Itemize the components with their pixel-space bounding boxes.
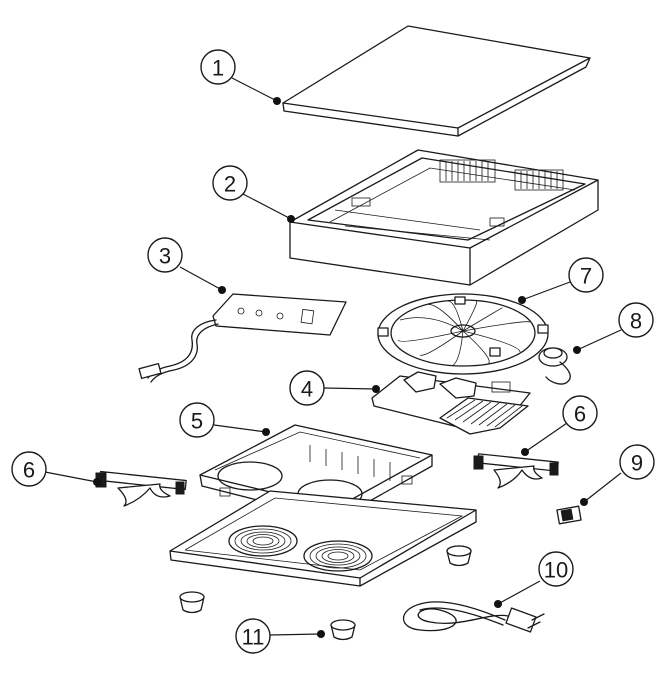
callout-10-label: 10 [544, 558, 568, 583]
callout-8: 8 [573, 302, 654, 354]
callout-4: 4 [289, 370, 380, 406]
foot-1 [446, 545, 472, 567]
part-control-panel [138, 293, 347, 383]
callout-6-right-label: 6 [574, 402, 586, 427]
part-cooling-fan [377, 293, 549, 375]
callout-1-label: 1 [212, 56, 224, 81]
callout-9: 9 [580, 444, 655, 506]
part-glass-plate [282, 25, 591, 137]
part-switch [556, 505, 582, 525]
part-rubber-feet [179, 545, 472, 641]
callout-3: 3 [147, 237, 226, 294]
part-upper-housing [289, 149, 599, 286]
part-power-cord [402, 601, 545, 633]
grille-right [303, 540, 373, 572]
callout-7-label: 7 [580, 264, 592, 289]
callout-3-label: 3 [159, 244, 171, 269]
part-sensor [538, 347, 571, 385]
callout-11: 11 [235, 618, 325, 654]
vent-slots-left [439, 159, 496, 183]
grille-left [228, 525, 298, 557]
callout-11-label: 11 [242, 625, 265, 650]
callout-10: 10 [494, 551, 574, 608]
foot-2 [179, 591, 205, 614]
foot-3 [330, 619, 356, 641]
part-main-pcb [371, 371, 531, 435]
part-fan-bracket-right [473, 453, 559, 489]
callout-4-label: 4 [301, 377, 313, 402]
callout-9-label: 9 [631, 451, 643, 476]
callout-6-right: 6 [521, 395, 598, 456]
callout-2: 2 [212, 165, 295, 223]
callout-8-label: 8 [630, 309, 642, 334]
callout-6-left: 6 [11, 451, 101, 487]
callout-6-left-label: 6 [23, 458, 35, 483]
callout-5: 5 [179, 402, 270, 438]
callout-5-label: 5 [191, 409, 203, 434]
callout-7: 7 [518, 257, 604, 304]
callout-2-label: 2 [224, 172, 236, 197]
part-fan-bracket-left [95, 470, 187, 507]
part-inner-chassis [199, 424, 433, 521]
vent-slots-right [514, 169, 564, 191]
callout-1: 1 [200, 49, 281, 105]
part-base-plate [169, 490, 477, 587]
